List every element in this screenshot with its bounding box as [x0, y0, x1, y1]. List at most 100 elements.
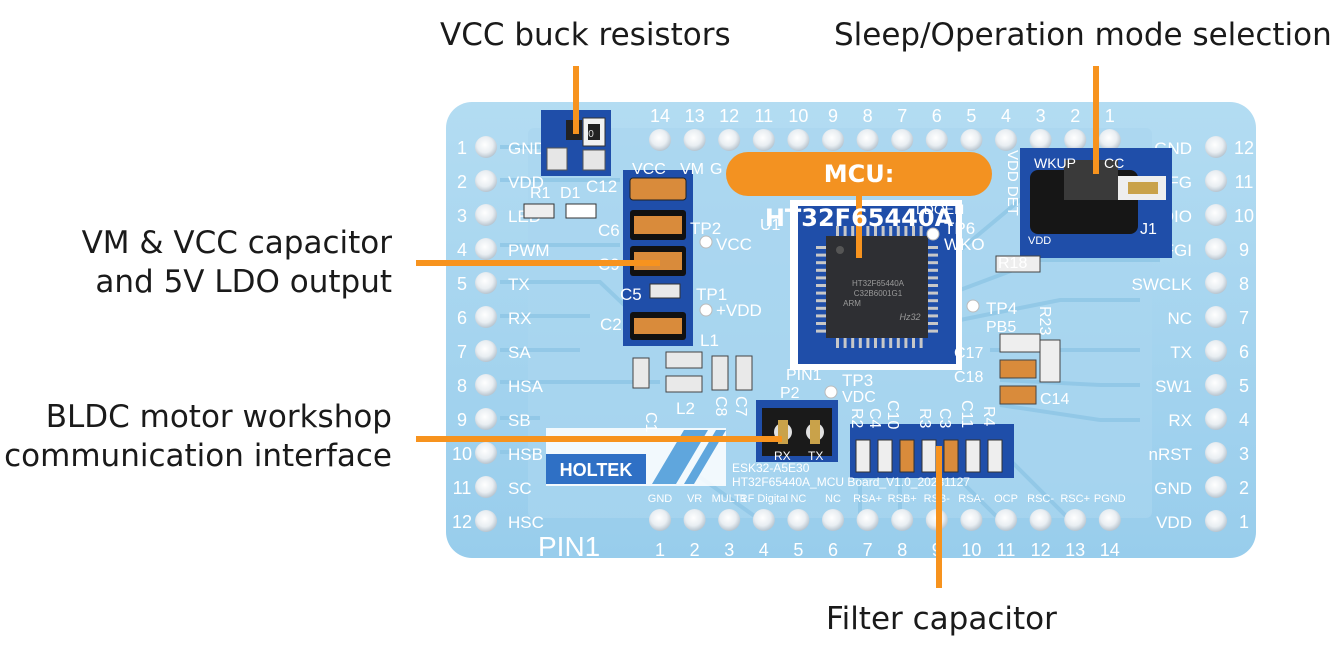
right-pin-signal: GND: [1154, 479, 1192, 498]
callout-vcc-buck-resistors: VCC buck resistors: [440, 17, 731, 53]
chip-pin: [928, 306, 938, 310]
svg-text:C2: C2: [600, 315, 622, 334]
left-pin-signal: HSA: [508, 377, 544, 396]
left-pin-signal: SB: [508, 411, 531, 430]
svg-text:C7: C7: [732, 396, 749, 417]
header-pad: [822, 129, 844, 151]
left-pin-signal: TX: [508, 275, 530, 294]
chip-pin: [928, 253, 938, 257]
svg-text:0: 0: [588, 129, 594, 140]
callout-vm-vcc-line2: and 5V LDO output: [95, 264, 392, 300]
svg-text:P2: P2: [780, 385, 800, 402]
chip-pin: [866, 226, 870, 236]
svg-text:C6: C6: [598, 221, 620, 240]
chip-pin: [881, 226, 885, 236]
header-pad: [475, 238, 497, 260]
header-pad: [1098, 129, 1121, 151]
header-pad: [1029, 129, 1052, 151]
svg-text:TP3: TP3: [842, 371, 873, 390]
svg-text:+VDD: +VDD: [716, 301, 762, 320]
svg-text:WKUP: WKUP: [1034, 155, 1076, 171]
chip-pin: [928, 284, 938, 287]
bottom-pin-signal: RSC-: [1027, 493, 1054, 505]
bottom-pin-signal: RSA+: [853, 493, 882, 505]
chip-pin: [858, 338, 862, 348]
left-pin-signal: HSC: [508, 513, 544, 532]
svg-text:WKO: WKO: [944, 235, 985, 254]
right-pin-number: 6: [1239, 342, 1249, 362]
top-pin-number: 12: [719, 106, 739, 126]
right-passives: [699, 227, 1061, 405]
header-pad: [1029, 509, 1052, 531]
callout-lines: [416, 66, 1099, 588]
chip-pin: [896, 338, 900, 348]
bottom-pin-number: 2: [690, 540, 700, 560]
header-pad: [718, 509, 741, 531]
filter-capacitor-row: [850, 424, 1014, 478]
right-pin-number: 5: [1239, 376, 1249, 396]
chip-pin: [816, 314, 826, 318]
right-pin-signal: nRST: [1149, 445, 1192, 464]
chip-pin: [912, 226, 915, 236]
header-pad: [1205, 170, 1227, 192]
chip-pin: [836, 338, 839, 348]
chip-pin: [928, 314, 938, 318]
callout-sleep-operation-mode: Sleep/Operation mode selection: [834, 17, 1330, 53]
svg-text:TP1: TP1: [696, 285, 727, 304]
header-pad: [649, 509, 671, 531]
chip-pin: [851, 338, 855, 348]
chip-pin: [874, 226, 877, 236]
chip-pin: [816, 253, 826, 257]
header-pad: [1205, 408, 1227, 430]
chip-pin: [843, 338, 847, 348]
top-pin-number: 2: [1070, 106, 1080, 126]
header-pad: [475, 340, 497, 362]
header-pad: [475, 476, 497, 498]
callout-vm-vcc-line1: VM & VCC capacitor: [81, 225, 392, 261]
chip-pin: [816, 246, 826, 249]
header-pad: [718, 129, 741, 151]
chip-pin: [919, 338, 923, 348]
svg-text:R1: R1: [530, 185, 551, 202]
left-pin-signal: HSB: [508, 445, 543, 464]
bottom-pin-signal: RSB+: [888, 493, 917, 505]
header-pad: [1205, 204, 1227, 226]
chip-pin: [889, 338, 893, 348]
top-pin-number: 11: [754, 106, 773, 126]
left-pin-number: 7: [457, 342, 467, 362]
chip-pin: [928, 299, 938, 303]
header-pad: [475, 306, 497, 328]
header-pad: [891, 129, 914, 151]
chip-pin: [928, 246, 938, 249]
right-pin-number: 8: [1239, 274, 1249, 294]
left-pin-number: 9: [457, 410, 467, 430]
bottom-pin-number: 13: [1065, 540, 1085, 560]
left-pin-number: 10: [452, 444, 472, 464]
top-pin-number: 4: [1001, 106, 1011, 126]
svg-text:Hz32: Hz32: [899, 312, 920, 322]
svg-text:C11: C11: [958, 400, 975, 428]
callout-filter-capacitor: Filter capacitor: [826, 601, 1057, 637]
header-pad: [683, 509, 706, 531]
svg-text:L2: L2: [676, 399, 695, 418]
svg-text:VDD: VDD: [1028, 235, 1051, 247]
header-pad: [1205, 272, 1227, 294]
header-pad: [1205, 306, 1227, 328]
svg-text:TX: TX: [808, 449, 823, 463]
top-pin-number: 7: [897, 106, 907, 126]
svg-text:VDC: VDC: [842, 389, 876, 406]
bottom-pin-signal: GND: [648, 493, 673, 505]
bottom-pin-signal: VR: [687, 493, 702, 505]
svg-text:C14: C14: [1040, 391, 1069, 408]
svg-text:TP4: TP4: [986, 299, 1017, 318]
header-pad: [995, 509, 1017, 531]
header-pad: [1205, 238, 1227, 260]
chip-pin: [816, 291, 826, 295]
left-pin-number: 2: [457, 172, 467, 192]
right-pin-signal: NC: [1167, 309, 1192, 328]
bottom-pin-number: 12: [1031, 540, 1051, 560]
left-pin-number: 4: [457, 240, 467, 260]
bottom-pin-signal: OCP: [994, 493, 1018, 505]
header-pad: [475, 510, 497, 532]
bldc-comm-header: [756, 400, 838, 462]
